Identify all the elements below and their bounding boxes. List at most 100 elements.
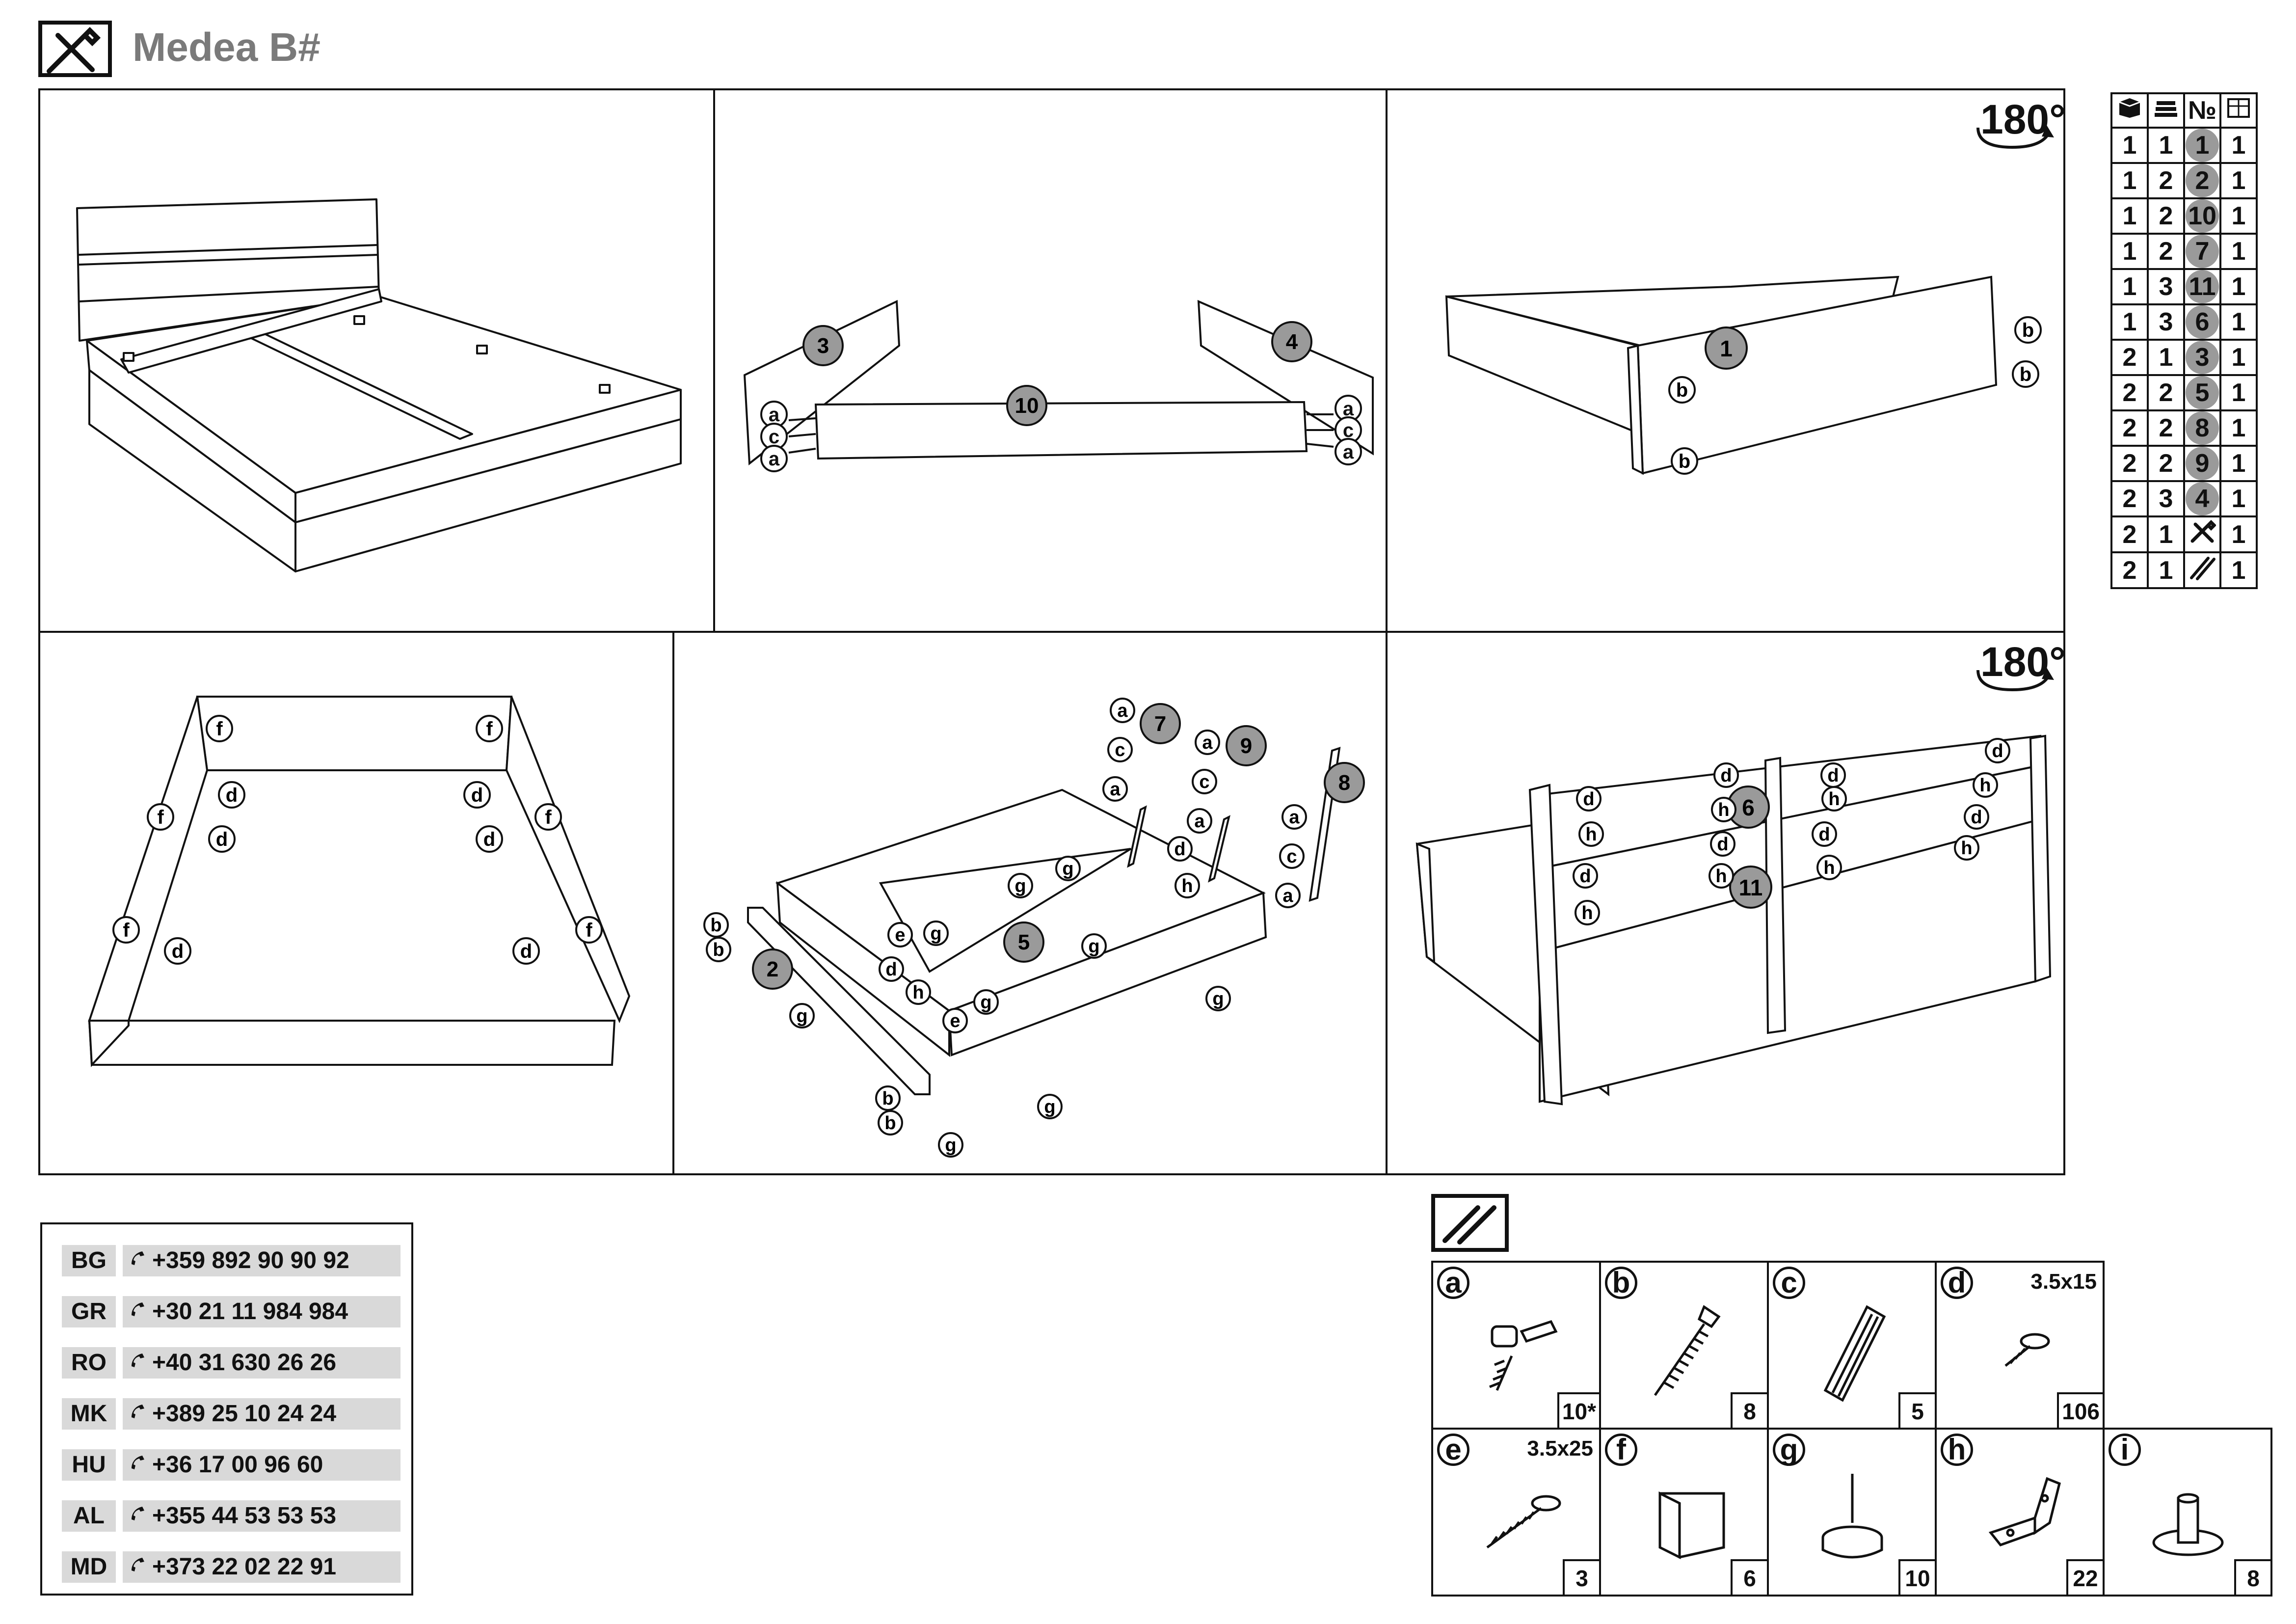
- part-number-badge: 10: [2186, 199, 2219, 233]
- hardware-letter: g: [1773, 1434, 1805, 1466]
- hw-label: f: [545, 807, 552, 828]
- part-label: 3: [817, 334, 829, 358]
- part-label: 6: [1742, 795, 1755, 820]
- phone-icon: [123, 1449, 152, 1481]
- hw-label: g: [930, 923, 941, 944]
- hw-label: a: [1343, 398, 1354, 420]
- country-code: MD: [62, 1551, 116, 1583]
- hw-label: g: [1015, 876, 1026, 896]
- angle-bracket-icon: [1988, 1477, 2061, 1546]
- hardware-quantity: 3: [1563, 1559, 1601, 1597]
- divider: [38, 631, 2065, 633]
- cell-qty: 1: [2219, 127, 2258, 164]
- part-number-badge: 11: [2186, 270, 2219, 303]
- long-screw-icon: [1486, 1495, 1561, 1549]
- hw-label: a: [1282, 886, 1293, 906]
- hardware-letter: i: [2109, 1434, 2141, 1466]
- part-number: 6: [2183, 303, 2221, 341]
- hardware-quantity: 106: [2057, 1392, 2105, 1430]
- hardware-icon: [2183, 551, 2221, 589]
- hw-label: h: [1581, 903, 1593, 923]
- hw-label: c: [769, 426, 779, 448]
- cell-qty: 1: [2219, 303, 2258, 341]
- divider: [672, 632, 674, 1175]
- phone-number-field[interactable]: +40 31 630 26 26: [123, 1347, 400, 1379]
- phone-icon: [123, 1245, 152, 1276]
- hw-label: g: [1088, 936, 1099, 957]
- hardware-letter: h: [1941, 1434, 1973, 1466]
- phone-number-field[interactable]: +36 17 00 96 60: [123, 1449, 400, 1481]
- step-3-side-panel: 1 b b b b: [1388, 90, 2064, 630]
- cell-pkg: 2: [2110, 445, 2149, 482]
- part-label: 7: [1154, 712, 1166, 736]
- cell-qty: 1: [2219, 551, 2258, 589]
- hw-label: a: [1194, 811, 1205, 832]
- step-1-finished-bed: [40, 90, 713, 630]
- hw-label: f: [216, 718, 223, 740]
- panel-9: [1208, 815, 1230, 883]
- part-number: 5: [2183, 374, 2221, 411]
- hw-label: b: [2022, 320, 2034, 341]
- phone-number: +359 892 90 90 92: [152, 1247, 349, 1273]
- wood-dowel-icon: [1823, 1305, 1886, 1402]
- hardware-letter: c: [1773, 1267, 1805, 1299]
- cell-qty-a: 3: [2147, 303, 2185, 341]
- phone-icon: [123, 1296, 152, 1327]
- hw-label: a: [769, 448, 780, 470]
- part-number-badge: 9: [2186, 447, 2219, 480]
- hw-label: d: [1720, 765, 1732, 786]
- cell-qty: 1: [2219, 515, 2258, 553]
- phone-number-field[interactable]: +389 25 10 24 24: [123, 1398, 400, 1430]
- hw-label: b: [884, 1113, 896, 1134]
- part-number: 10: [2183, 197, 2221, 235]
- part-number-badge: 7: [2186, 235, 2219, 268]
- phone-icon: [123, 1551, 152, 1583]
- phone-number: +355 44 53 53 53: [152, 1503, 337, 1529]
- hw-label: d: [1818, 824, 1830, 845]
- part-number-badge: 1: [2186, 129, 2219, 162]
- phone-icon: [123, 1500, 152, 1532]
- hw-label: d: [1583, 789, 1594, 810]
- hw-label: f: [486, 718, 493, 740]
- hw-label: g: [945, 1135, 956, 1156]
- phone-number-field[interactable]: +359 892 90 90 92: [123, 1245, 400, 1276]
- stack-icon: [2147, 92, 2185, 129]
- country-code: HU: [62, 1449, 116, 1481]
- part-label: 5: [1018, 930, 1030, 954]
- hw-label: c: [1115, 740, 1125, 760]
- phone-number: +40 31 630 26 26: [152, 1350, 337, 1376]
- hw-label: d: [1717, 834, 1728, 855]
- hardware-letter: f: [1605, 1434, 1637, 1466]
- phone-number-field[interactable]: +373 22 02 22 91: [123, 1551, 400, 1583]
- hw-label: d: [885, 959, 897, 980]
- phone-number-field[interactable]: +30 21 11 984 984: [123, 1296, 400, 1327]
- phone-number: +36 17 00 96 60: [152, 1452, 323, 1478]
- cell-qty-a: 1: [2147, 515, 2185, 553]
- hw-label: e: [950, 1011, 960, 1031]
- cell-qty: 1: [2219, 233, 2258, 270]
- phone-number-field[interactable]: +355 44 53 53 53: [123, 1500, 400, 1532]
- hw-label: e: [895, 925, 905, 946]
- part-label: 8: [1338, 771, 1350, 795]
- panel-4: [1197, 299, 1374, 456]
- cam-lock-icon: [1489, 1320, 1558, 1391]
- country-code: MK: [62, 1398, 116, 1430]
- hardware-size: 3.5x25: [1527, 1436, 1593, 1461]
- hardware-letter: b: [1605, 1267, 1637, 1299]
- part-label: 9: [1240, 734, 1252, 758]
- cell-pkg: 1: [2110, 197, 2149, 235]
- part-label: 4: [1286, 330, 1298, 354]
- part-number-badge: 8: [2186, 411, 2219, 445]
- part-number: 8: [2183, 409, 2221, 447]
